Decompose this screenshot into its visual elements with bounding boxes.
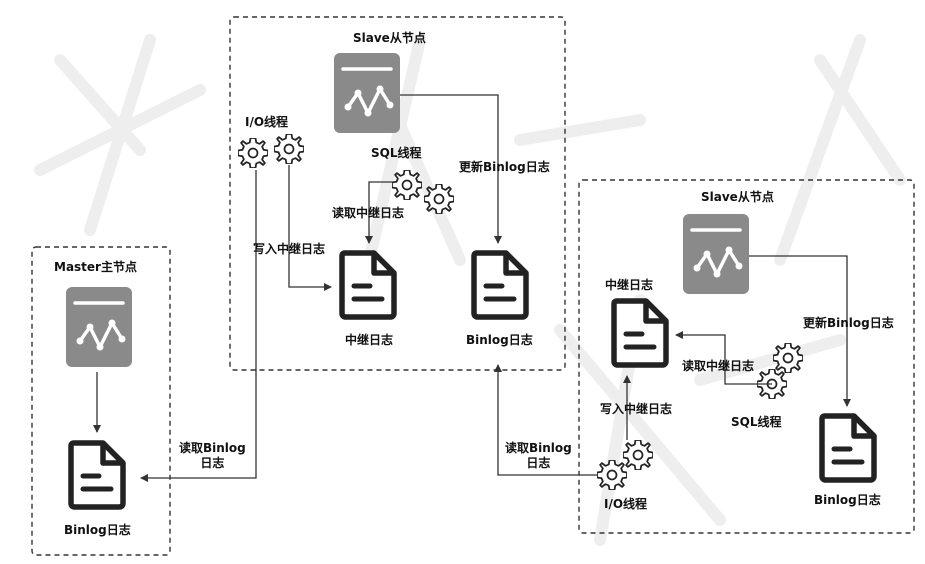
slave2-update-binlog-label: 更新Binlog日志 — [803, 316, 894, 330]
slave1-sql-gear-icon-2 — [424, 184, 454, 214]
slave1-binlog-doc-icon — [474, 253, 526, 317]
slave2-node-box — [578, 179, 915, 534]
slave2-title: Slave从节点 — [701, 190, 774, 204]
master-db-icon — [66, 287, 132, 367]
slave1-write-relay-arrow — [288, 165, 332, 291]
slave2-io-gear-icon — [623, 440, 653, 470]
master-read-binlog-label: 读取Binlog 日志 — [179, 441, 246, 470]
slave1-db-icon — [334, 53, 400, 133]
slave2-binlog-label: Binlog日志 — [814, 493, 881, 507]
slave2-sql-gear-icon — [773, 343, 803, 373]
master-title: Master主节点 — [54, 260, 137, 274]
master-node-box — [31, 246, 171, 556]
slave1-node-box — [229, 16, 566, 371]
slave1-read-binlog-label: 读取Binlog 日志 — [505, 441, 572, 470]
slave1-io-gear-icon — [238, 138, 268, 168]
slave2-update-binlog-arrow — [749, 255, 851, 407]
slave1-write-relay-label: 写入中继日志 — [253, 242, 326, 256]
slave1-read-binlog-arrow — [494, 364, 598, 476]
slave1-binlog-label: Binlog日志 — [466, 333, 533, 347]
slave1-read-relay-arrow — [365, 181, 395, 244]
master-read-binlog-arrow — [140, 170, 257, 482]
slave2-sql-thread-label: SQL线程 — [731, 415, 782, 429]
slave2-binlog-doc-icon — [822, 416, 874, 480]
slave1-sql-gear-icon — [392, 170, 422, 200]
slave2-io-gear-icon-2 — [597, 460, 627, 490]
slave1-sql-thread-label: SQL线程 — [371, 146, 422, 160]
master-binlog-doc-icon — [71, 443, 123, 507]
slave2-read-relay-arrow — [675, 331, 772, 385]
slave2-relay-doc-icon — [614, 301, 666, 365]
slave2-db-icon — [683, 214, 749, 294]
slave1-read-relay-label: 读取中继日志 — [332, 206, 405, 220]
slave2-relay-log-label: 中继日志 — [605, 278, 654, 292]
slave1-update-binlog-arrow — [400, 94, 502, 244]
slave1-relay-log-label: 中继日志 — [345, 333, 394, 347]
slave1-relay-doc-icon — [342, 253, 394, 317]
slave1-io-gear-icon-2 — [274, 134, 304, 164]
slave2-io-thread-label: I/O线程 — [604, 497, 648, 511]
slave1-update-binlog-label: 更新Binlog日志 — [459, 160, 550, 174]
watermark — [34, 34, 906, 546]
slave2-write-relay-label: 写入中继日志 — [600, 402, 673, 416]
slave2-read-relay-label: 读取中继日志 — [682, 359, 755, 373]
master-binlog-label: Binlog日志 — [64, 523, 131, 537]
slave1-title: Slave从节点 — [353, 31, 426, 45]
slave1-io-thread-label: I/O线程 — [245, 115, 289, 129]
